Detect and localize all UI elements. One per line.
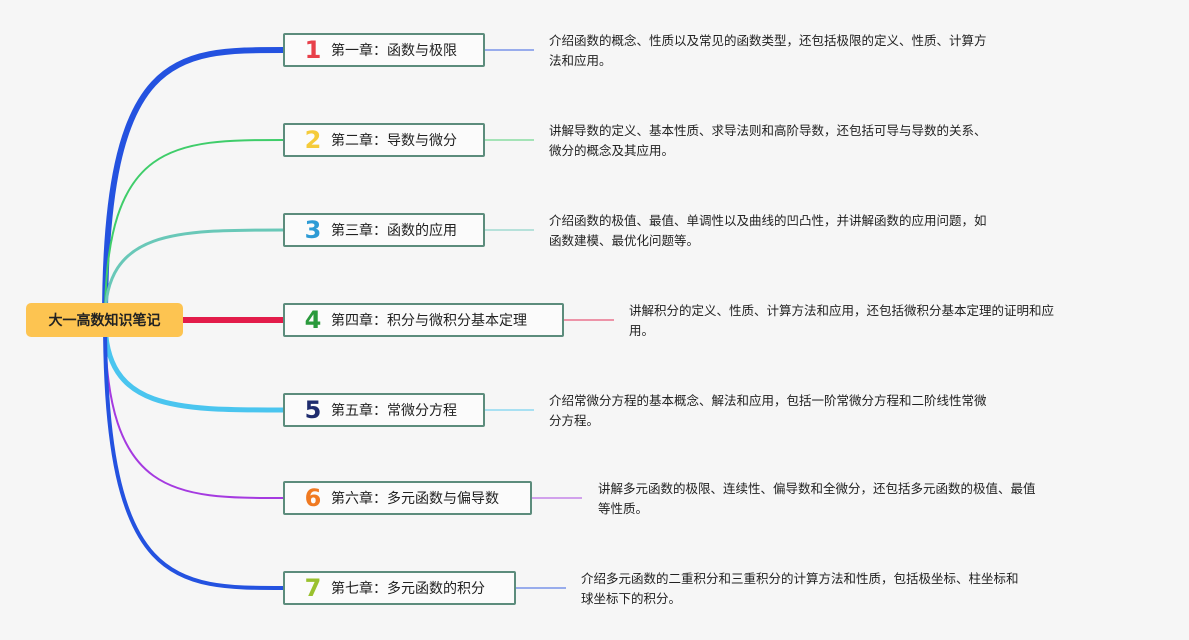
description-line: 微分的概念及其应用。 bbox=[549, 143, 675, 158]
chapter-description-2[interactable]: 讲解导数的定义、基本性质、求导法则和高阶导数，还包括可导与导数的关系、微分的概念… bbox=[549, 121, 987, 161]
chapter-description-1[interactable]: 介绍函数的概念、性质以及常见的函数类型，还包括极限的定义、性质、计算方法和应用。 bbox=[549, 31, 987, 71]
chapter-number-icon: 6 bbox=[304, 484, 322, 512]
chapter-number-icon: 1 bbox=[304, 36, 322, 64]
chapter-number-icon: 3 bbox=[304, 216, 322, 244]
chapter-number-icon: 4 bbox=[304, 306, 322, 334]
branch-connector-1 bbox=[102, 47, 286, 323]
chapter-label: 第一章：函数与极限 bbox=[331, 43, 457, 59]
chapter-number-icon: 2 bbox=[304, 126, 322, 154]
branch-connector-7 bbox=[103, 318, 285, 590]
chapter-number-icon: 5 bbox=[304, 396, 322, 424]
chapter-label: 第三章：函数的应用 bbox=[331, 223, 457, 239]
branch-connector-5 bbox=[102, 317, 286, 413]
description-line: 讲解多元函数的极限、连续性、偏导数和全微分，还包括多元函数的极值、最值 bbox=[598, 481, 1036, 496]
chapter-label: 第六章：多元函数与偏导数 bbox=[331, 491, 499, 507]
chapter-description-5[interactable]: 介绍常微分方程的基本概念、解法和应用，包括一阶常微分方程和二阶线性常微分方程。 bbox=[549, 391, 987, 431]
chapter-label: 第二章：导数与微分 bbox=[331, 133, 457, 149]
chapter-label: 第五章：常微分方程 bbox=[331, 403, 457, 419]
description-line: 用。 bbox=[629, 323, 655, 338]
chapter-description-4[interactable]: 讲解积分的定义、性质、计算方法和应用，还包括微积分基本定理的证明和应用。 bbox=[629, 301, 1054, 341]
chapter-node-4[interactable]: 4 第四章：积分与微积分基本定理 bbox=[283, 303, 564, 337]
branch-connector-3 bbox=[103, 228, 285, 322]
chapter-node-2[interactable]: 2 第二章：导数与微分 bbox=[283, 123, 485, 157]
chapter-node-6[interactable]: 6 第六章：多元函数与偏导数 bbox=[283, 481, 532, 515]
chapter-node-1[interactable]: 1 第一章：函数与极限 bbox=[283, 33, 485, 67]
description-line: 等性质。 bbox=[598, 501, 649, 516]
chapter-node-3[interactable]: 3 第三章：函数的应用 bbox=[283, 213, 485, 247]
description-line: 函数建模、最优化问题等。 bbox=[549, 233, 700, 248]
description-line: 球坐标下的积分。 bbox=[581, 591, 682, 606]
branch-connector-6 bbox=[104, 319, 284, 499]
description-line: 介绍函数的极值、最值、单调性以及曲线的凹凸性，并讲解函数的应用问题，如 bbox=[549, 213, 987, 228]
description-line: 法和应用。 bbox=[549, 53, 612, 68]
chapter-description-3[interactable]: 介绍函数的极值、最值、单调性以及曲线的凹凸性，并讲解函数的应用问题，如函数建模、… bbox=[549, 211, 987, 251]
description-line: 介绍函数的概念、性质以及常见的函数类型，还包括极限的定义、性质、计算方 bbox=[549, 33, 987, 48]
chapter-node-5[interactable]: 5 第五章：常微分方程 bbox=[283, 393, 485, 427]
description-line: 讲解导数的定义、基本性质、求导法则和高阶导数，还包括可导与导数的关系、 bbox=[549, 123, 987, 138]
description-line: 分方程。 bbox=[549, 413, 600, 428]
description-line: 讲解积分的定义、性质、计算方法和应用，还包括微积分基本定理的证明和应 bbox=[629, 303, 1055, 318]
branch-connector-2 bbox=[104, 139, 284, 321]
chapter-node-7[interactable]: 7 第七章：多元函数的积分 bbox=[283, 571, 516, 605]
chapter-description-7[interactable]: 介绍多元函数的二重积分和三重积分的计算方法和性质，包括极坐标、柱坐标和球坐标下的… bbox=[581, 569, 1019, 609]
root-node[interactable]: 大一高数知识笔记 bbox=[26, 303, 183, 337]
chapter-label: 第四章：积分与微积分基本定理 bbox=[331, 313, 527, 329]
chapter-label: 第七章：多元函数的积分 bbox=[331, 581, 485, 597]
chapter-description-6[interactable]: 讲解多元函数的极限、连续性、偏导数和全微分，还包括多元函数的极值、最值等性质。 bbox=[598, 479, 1036, 519]
description-line: 介绍多元函数的二重积分和三重积分的计算方法和性质，包括极坐标、柱坐标和 bbox=[581, 571, 1019, 586]
description-line: 介绍常微分方程的基本概念、解法和应用，包括一阶常微分方程和二阶线性常微 bbox=[549, 393, 987, 408]
chapter-number-icon: 7 bbox=[304, 574, 322, 602]
